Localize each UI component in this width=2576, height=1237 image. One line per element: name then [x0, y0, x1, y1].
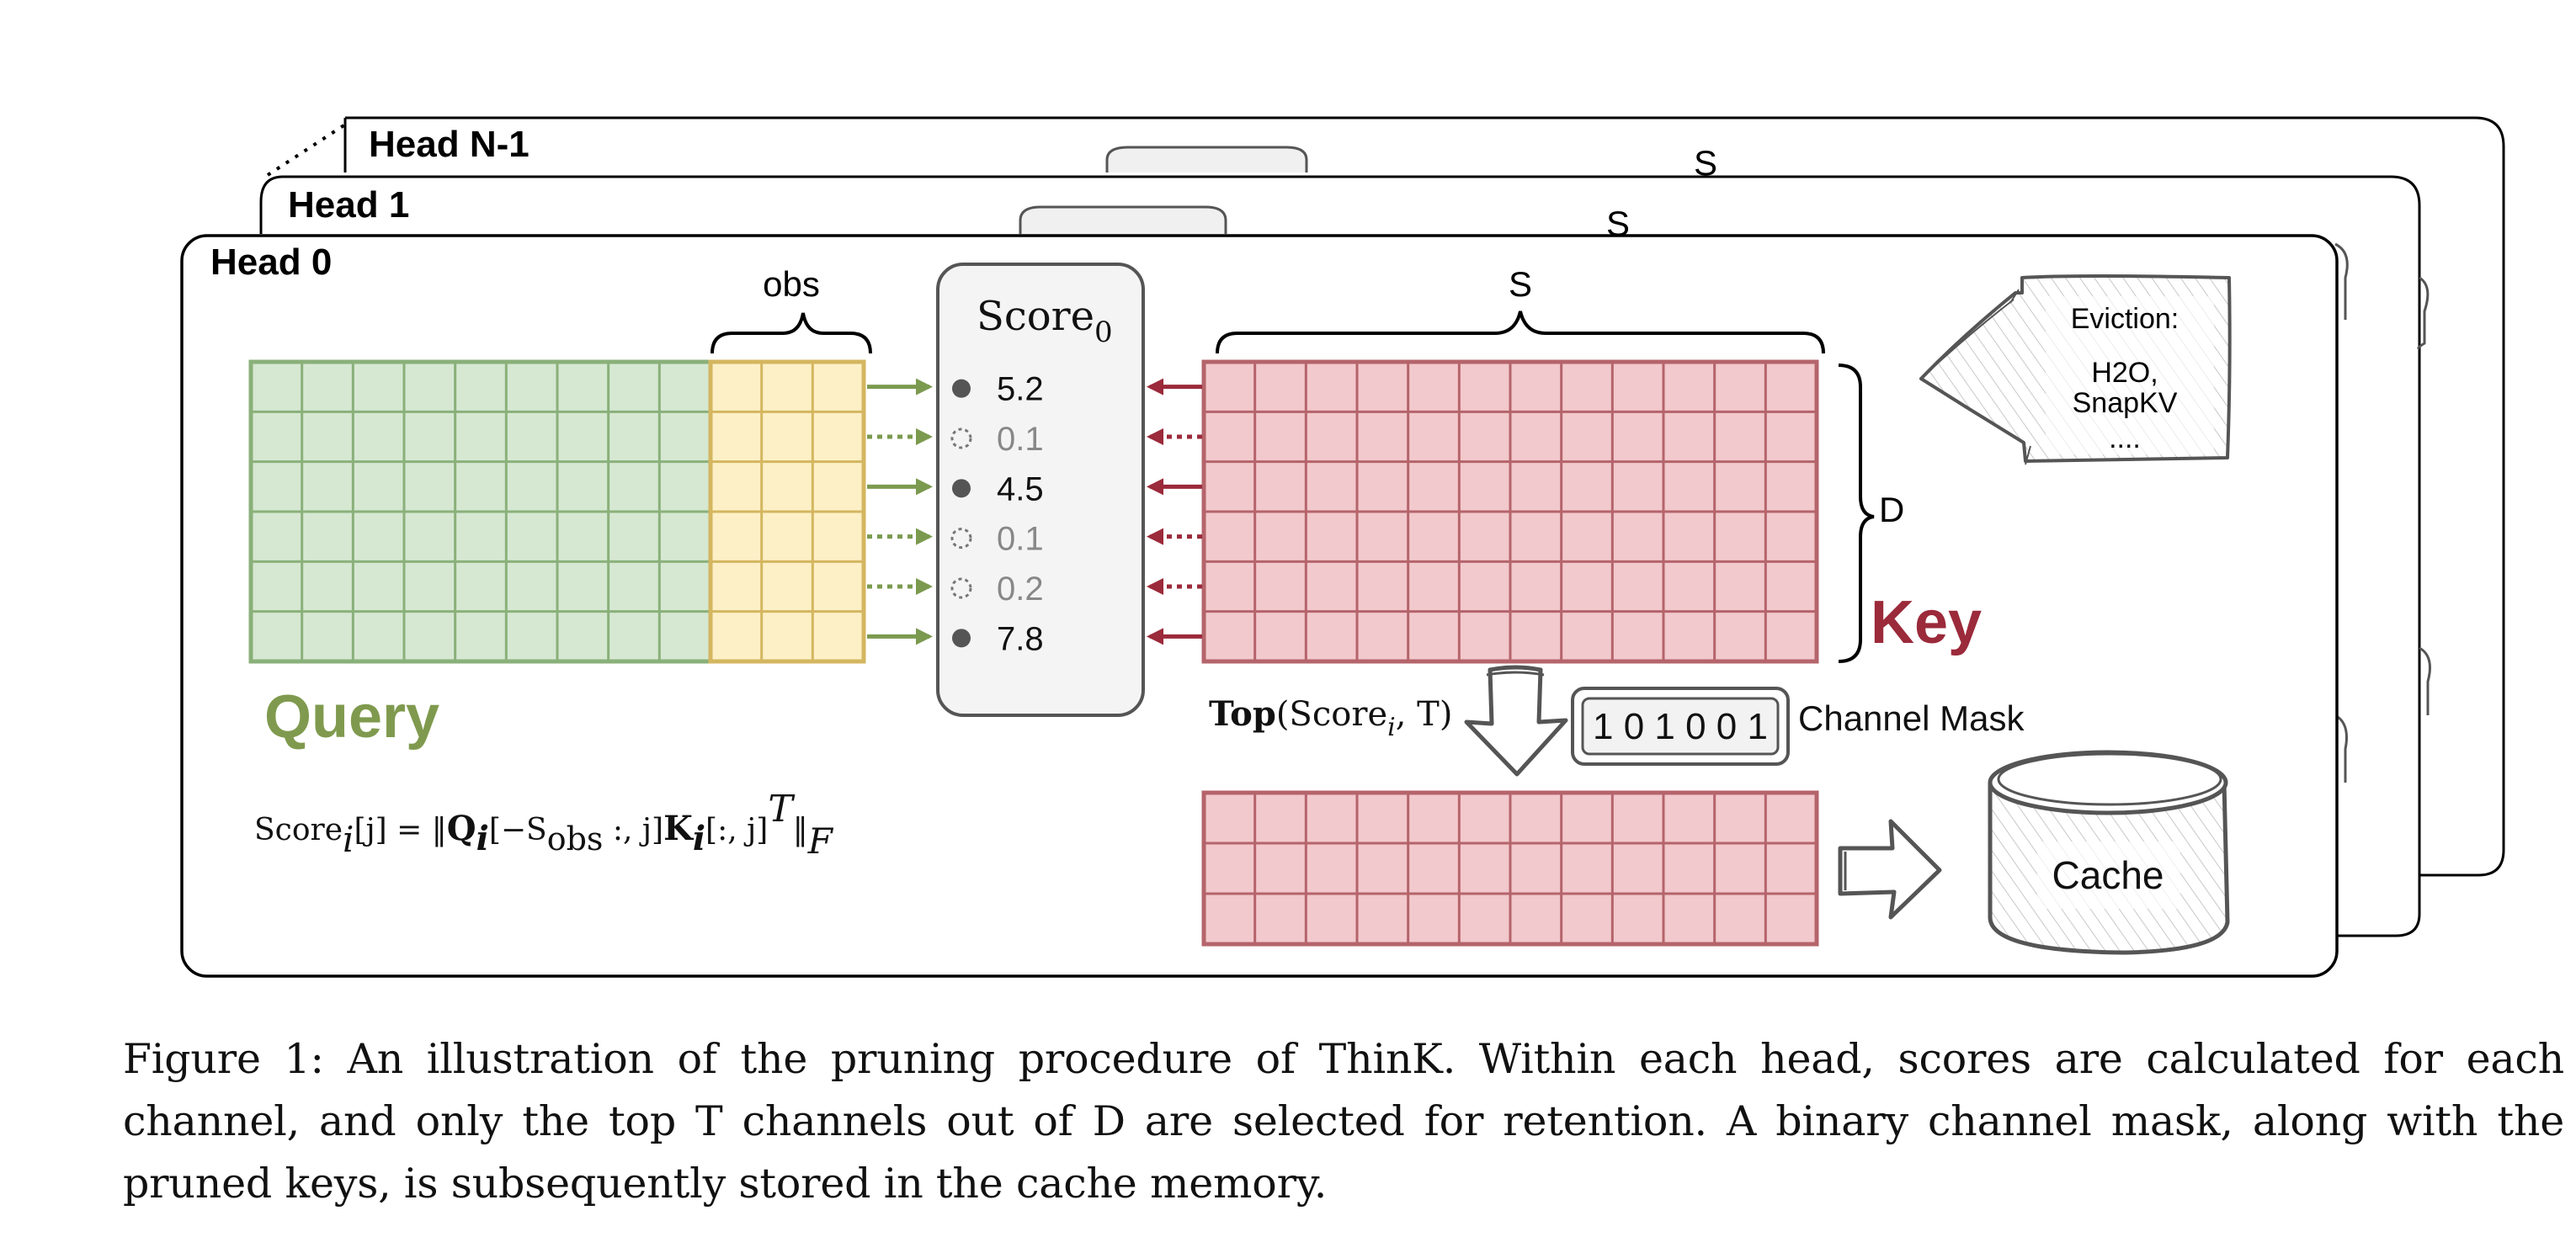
score-formula: Scorei[j] = ‖Qi[−Sobs :, j]Ki[:, j]T‖F [254, 788, 834, 862]
channel-mask-bits: 1 0 1 0 0 1 [1593, 706, 1768, 747]
d-brace [1838, 364, 1875, 663]
top-args-open: (Score [1276, 695, 1387, 734]
formula-q: Q [447, 809, 476, 848]
score-title: Score0 [977, 293, 1113, 349]
to-cache-arrow [1838, 819, 1942, 920]
score-list: 5.2 0.1 4.5 0.1 0.2 7.8 [950, 371, 1044, 657]
kept-dot [952, 629, 971, 648]
head-stack-dots [266, 123, 347, 177]
formula-k-sup: T [768, 788, 796, 831]
obs-label: obs [763, 264, 820, 304]
head-0-title: Head 0 [210, 242, 332, 283]
top-args-sub: i [1387, 713, 1396, 742]
query-label: Query [264, 683, 439, 751]
top-function: Top(Scorei, T) [1209, 694, 1452, 742]
s-brace [1216, 311, 1825, 354]
cache-cylinder: Cache [1988, 750, 2230, 955]
kept-dot [952, 379, 971, 398]
formula-norm-sub: F [807, 820, 834, 862]
formula-lhs-sub: i [343, 819, 354, 860]
key-label: Key [1871, 589, 1982, 656]
eviction-etc: .... [2109, 422, 2141, 454]
formula-lhs-index: [j] = ‖ [354, 813, 446, 847]
channel-mask-label: Channel Mask [1798, 698, 2025, 738]
formula-q-index-sub: obs [547, 820, 604, 857]
obs-brace [711, 312, 872, 354]
score-title-sub: 0 [1094, 316, 1113, 349]
formula-k: K [663, 809, 694, 848]
figure-caption: Figure 1: An illustration of the pruning… [123, 1035, 2564, 1208]
s-label: S [1509, 264, 1532, 304]
top-bold: Top [1209, 694, 1276, 734]
formula-q-sub: i [476, 819, 489, 858]
formula-q-index-a: [−S [489, 813, 547, 847]
pruned-dot [950, 528, 972, 549]
formula-q-index-b: :, j] [603, 813, 663, 847]
score-value: 0.2 [997, 571, 1044, 608]
thinK-pruning-diagram: S Head N-1 S Head 1 Head 0 obs S D Query… [180, 116, 2505, 978]
cache-label: Cache [2052, 853, 2164, 897]
d-label: D [1879, 490, 1904, 529]
head-n-1-title: Head N-1 [369, 124, 530, 165]
pruned-key-matrix [1201, 790, 1819, 947]
obs-window-matrix [708, 359, 866, 664]
pruned-dot [950, 427, 972, 449]
formula-norm-close: ‖ [793, 813, 808, 847]
eviction-snapkv: SnapKV [2073, 387, 2178, 419]
kept-dot [952, 479, 971, 498]
top-args-close: , T) [1396, 695, 1453, 734]
score-value: 4.5 [997, 470, 1044, 507]
score-title-base: Score [977, 293, 1094, 340]
formula-k-sub: i [693, 819, 705, 858]
score-value: 7.8 [997, 620, 1044, 657]
key-matrix [1201, 359, 1819, 664]
formula-lhs: Score [254, 813, 343, 847]
eviction-h2o: H2O, [2091, 357, 2158, 389]
eviction-title: Eviction: [2071, 303, 2179, 335]
formula-k-index: [:, j] [705, 813, 768, 847]
head-1-title: Head 1 [288, 184, 409, 226]
score-value: 0.1 [997, 521, 1044, 558]
score-value: 5.2 [997, 371, 1044, 408]
query-matrix [248, 359, 713, 664]
score-box: Score0 [936, 263, 1145, 717]
top-selection-arrow [1464, 665, 1568, 777]
channel-mask-box: 1 0 1 0 0 1 [1571, 687, 1790, 766]
eviction-callout: Eviction: H2O, SnapKV .... [1919, 274, 2232, 465]
score-value: 0.1 [997, 421, 1044, 458]
score-arrows [867, 378, 1202, 645]
pruned-dot [950, 577, 972, 599]
